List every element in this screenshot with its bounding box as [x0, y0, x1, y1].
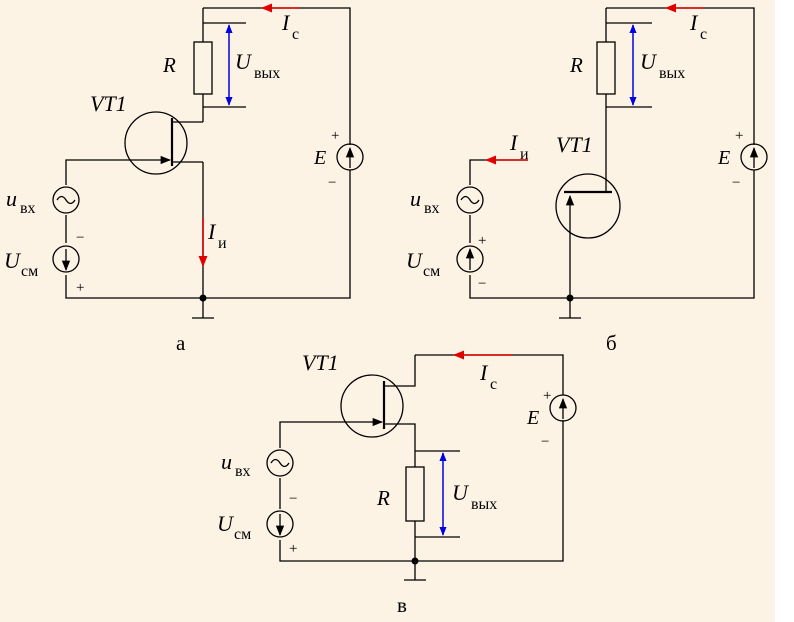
supply-plus-a: + — [331, 128, 339, 144]
wire-c-drain — [384, 355, 416, 387]
caption-c: в — [397, 593, 407, 617]
supply-plus-b: + — [735, 128, 743, 144]
sine-icon-a — [56, 195, 76, 205]
wire-c-source — [384, 423, 416, 467]
transistor-a — [124, 111, 188, 175]
bias-source-c — [266, 510, 294, 538]
sine-icon-c — [270, 458, 290, 468]
circuit-a: VT1 R U вых I с I и E + − u вх U см − + … — [4, 3, 364, 355]
wire-a-gate — [65, 159, 160, 185]
wire-b-top — [606, 7, 755, 145]
supply-minus-c: − — [541, 434, 549, 450]
supply-minus-b: − — [732, 175, 740, 191]
uout-sub-c: вых — [471, 496, 497, 513]
uout-sub-a: вых — [254, 65, 280, 82]
transistor-label-c: VT1 — [302, 350, 339, 375]
bias-source-b — [456, 245, 484, 273]
ic-main-a: I — [281, 10, 291, 35]
transistor-b — [555, 173, 621, 239]
resistor-label-a: R — [162, 53, 176, 77]
bias-plus-a: + — [76, 280, 84, 296]
resistor-c — [405, 466, 425, 522]
ic-sub-b: с — [700, 26, 707, 43]
transistor-label-a: VT1 — [90, 91, 127, 116]
uin-sub-a: вх — [20, 200, 36, 217]
ubias-sub-b: см — [423, 263, 440, 280]
circuit-b: VT1 R U вых I с I и E + − u вх U см + − … — [406, 3, 768, 355]
supply-label-b: E — [717, 147, 730, 169]
uin-sub-c: вх — [235, 463, 251, 480]
supply-label-a: E — [313, 147, 326, 169]
is-main-a: I — [207, 219, 217, 244]
bias-minus-c: − — [289, 491, 297, 507]
resistor-label-c: R — [376, 486, 390, 510]
supply-b — [740, 143, 768, 171]
resistor-a — [193, 41, 213, 95]
ic-sub-a: с — [292, 26, 299, 43]
bias-source-a — [52, 245, 80, 273]
supply-label-c: E — [526, 407, 539, 429]
uin-main-c: u — [221, 449, 232, 474]
resistor-label-b: R — [569, 53, 583, 77]
uin-main-a: u — [6, 186, 17, 211]
bias-minus-b: − — [478, 276, 486, 292]
supply-a — [336, 143, 364, 171]
circuit-c: VT1 R U вых I с E + − u вх U см − + в — [217, 350, 577, 617]
ubias-main-c: U — [217, 511, 235, 536]
resistor-b — [596, 41, 616, 95]
ic-main-c: I — [479, 360, 489, 385]
ubias-sub-c: см — [234, 526, 251, 543]
uout-main-c: U — [452, 480, 470, 505]
uout-main-a: U — [235, 49, 253, 74]
background — [0, 0, 775, 622]
bias-minus-a: − — [76, 230, 84, 246]
caption-a: а — [176, 331, 186, 355]
wire-a-bottom — [65, 170, 351, 299]
is-main-b: I — [509, 130, 519, 155]
input-source-a — [52, 186, 80, 214]
caption-b: б — [606, 331, 617, 355]
uout-main-b: U — [640, 49, 658, 74]
uin-main-b: u — [410, 186, 421, 211]
uout-sub-b: вых — [659, 65, 685, 82]
wire-c-gate — [279, 421, 370, 448]
wire-b-bottom — [469, 170, 755, 299]
ubias-main-a: U — [4, 248, 22, 273]
wire-c-bottom — [279, 420, 564, 562]
is-sub-b: и — [520, 146, 529, 163]
ubias-main-b: U — [406, 248, 424, 273]
wire-a-top — [203, 7, 351, 145]
supply-plus-c: + — [543, 388, 551, 404]
bias-plus-b: + — [478, 233, 486, 249]
uin-sub-b: вх — [424, 200, 440, 217]
supply-c — [549, 394, 577, 422]
input-source-b — [456, 186, 484, 214]
transistor-c — [340, 374, 404, 438]
bias-plus-c: + — [289, 541, 297, 557]
input-source-c — [266, 449, 294, 477]
sine-icon-b — [460, 195, 480, 205]
transistor-label-b: VT1 — [556, 132, 593, 157]
supply-minus-a: − — [328, 175, 336, 191]
ic-sub-c: с — [490, 376, 497, 393]
ubias-sub-a: см — [21, 263, 38, 280]
is-sub-a: и — [218, 235, 227, 252]
ic-main-b: I — [689, 10, 699, 35]
